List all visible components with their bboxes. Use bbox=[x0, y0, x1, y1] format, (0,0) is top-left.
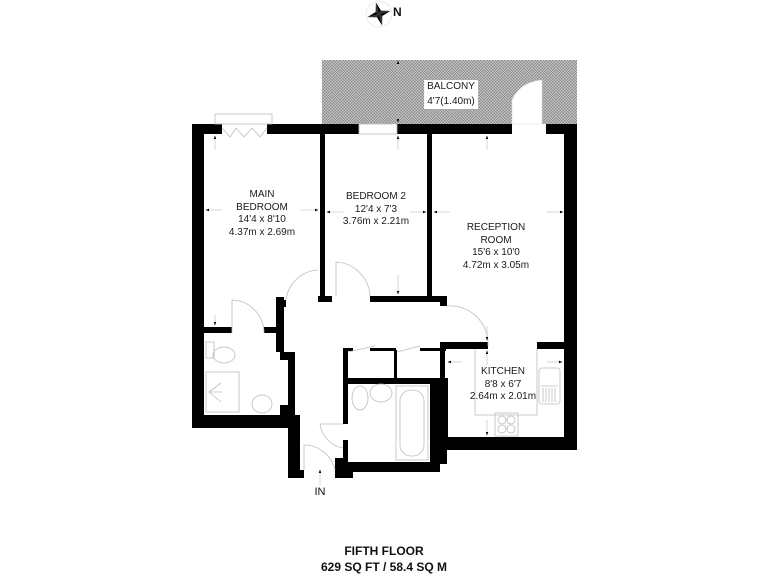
floor-area: 629 SQ FT / 58.4 SQ M bbox=[320, 560, 448, 574]
north-label: N bbox=[393, 5, 402, 19]
reception-label: RECEPTION ROOM 15'6 x 10'0 4.72m x 3.05m bbox=[463, 222, 529, 272]
doors-and-fixtures bbox=[205, 113, 561, 471]
reception-dims-imperial: 15'6 x 10'0 bbox=[472, 247, 520, 258]
main-bedroom-name-1: MAIN bbox=[249, 189, 275, 200]
kitchen-name: KITCHEN bbox=[481, 366, 525, 377]
compass-rose-icon bbox=[365, 0, 393, 28]
walls bbox=[192, 124, 577, 478]
main-bedroom-dims-imperial: 14'4 x 8'10 bbox=[238, 214, 286, 225]
dimension-markers bbox=[205, 60, 564, 485]
reception-dims-metric: 4.72m x 3.05m bbox=[462, 259, 530, 271]
balcony-area bbox=[322, 60, 577, 125]
bedroom2-name: BEDROOM 2 bbox=[345, 191, 406, 202]
reception-name-1: RECEPTION bbox=[466, 222, 526, 233]
balcony-label: BALCONY 4'7(1.40m) bbox=[424, 80, 478, 109]
main-bedroom-dims-metric: 4.37m x 2.69m bbox=[228, 226, 296, 238]
main-bedroom-label: MAIN BEDROOM 14'4 x 8'10 4.37m x 2.69m bbox=[229, 189, 295, 239]
floor-name: FIFTH FLOOR bbox=[344, 544, 424, 558]
bedroom2-label: BEDROOM 2 12'4 x 7'3 3.76m x 2.21m bbox=[343, 191, 409, 229]
kitchen-dims-imperial: 8'8 x 6'7 bbox=[484, 378, 522, 390]
entrance-label: IN bbox=[314, 486, 326, 498]
balcony-name: BALCONY bbox=[424, 80, 478, 95]
kitchen-label: KITCHEN 8'8 x 6'7 2.64m x 2.01m bbox=[470, 366, 536, 404]
kitchen-dims-metric: 2.64m x 2.01m bbox=[469, 391, 537, 402]
floor-caption: FIFTH FLOOR 629 SQ FT / 58.4 SQ M bbox=[321, 543, 447, 575]
bedroom2-dims-metric: 3.76m x 2.21m bbox=[342, 216, 410, 227]
bedroom2-dims-imperial: 12'4 x 7'3 bbox=[354, 203, 398, 215]
main-bedroom-name-2: BEDROOM bbox=[236, 201, 288, 213]
reception-name-2: ROOM bbox=[480, 234, 512, 246]
balcony-dims: 4'7(1.40m) bbox=[424, 94, 478, 109]
